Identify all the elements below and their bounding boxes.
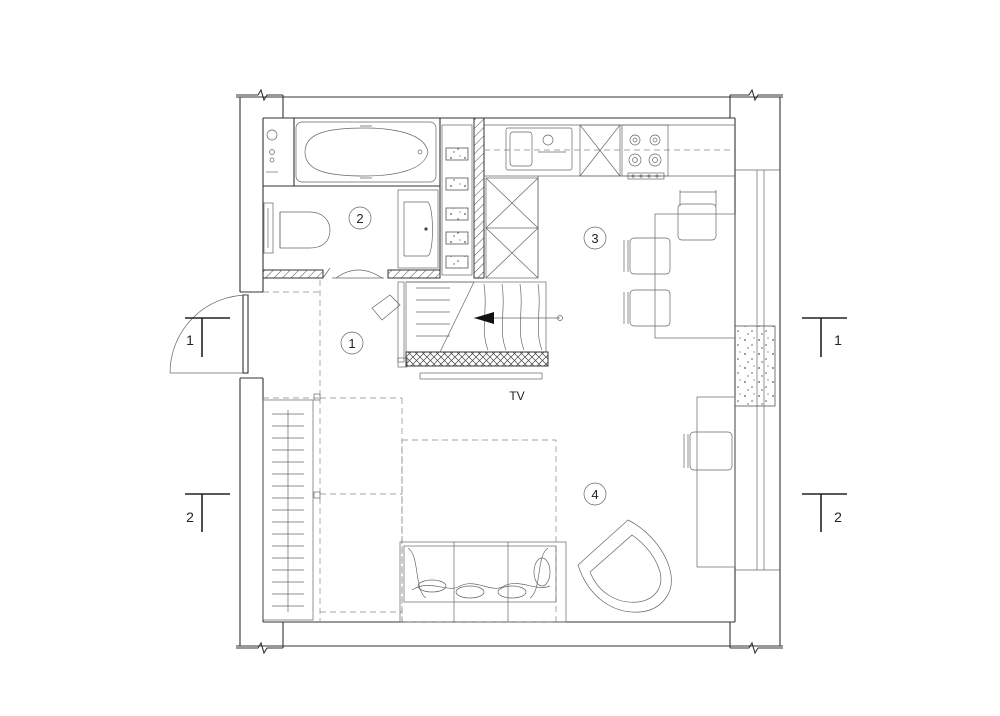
wardrobe [262, 397, 321, 622]
column [734, 325, 776, 407]
entry-door [169, 294, 249, 374]
room-label-4: 4 [591, 487, 598, 502]
svg-text:2: 2 [186, 509, 194, 525]
svg-text:2: 2 [834, 509, 842, 525]
desk [683, 396, 736, 568]
svg-text:1: 1 [186, 332, 194, 348]
room-label-3: 3 [591, 231, 598, 246]
section-marker-right-2: 2 [802, 493, 847, 532]
chair [623, 289, 671, 327]
living-area: 4 [320, 398, 607, 623]
section-marker-right-1: 1 [802, 317, 847, 357]
sofa [399, 541, 567, 623]
section-marker-left-1: 1 [185, 317, 230, 357]
entry-hall: 1 [263, 280, 408, 401]
svg-text:1: 1 [834, 332, 842, 348]
room-label-1: 1 [348, 336, 355, 351]
shaft-tiles [441, 124, 473, 276]
dining-area: 3 [583, 190, 736, 339]
outer-walls [236, 88, 783, 655]
room-label-2: 2 [356, 211, 363, 226]
chair [623, 237, 671, 275]
kitchen [484, 124, 735, 279]
staircase [405, 281, 563, 380]
bathroom: 2 [262, 117, 485, 279]
chair [677, 190, 717, 241]
armchair [577, 519, 672, 613]
tv-label: TV [509, 389, 524, 403]
section-marker-left-2: 2 [185, 493, 230, 532]
